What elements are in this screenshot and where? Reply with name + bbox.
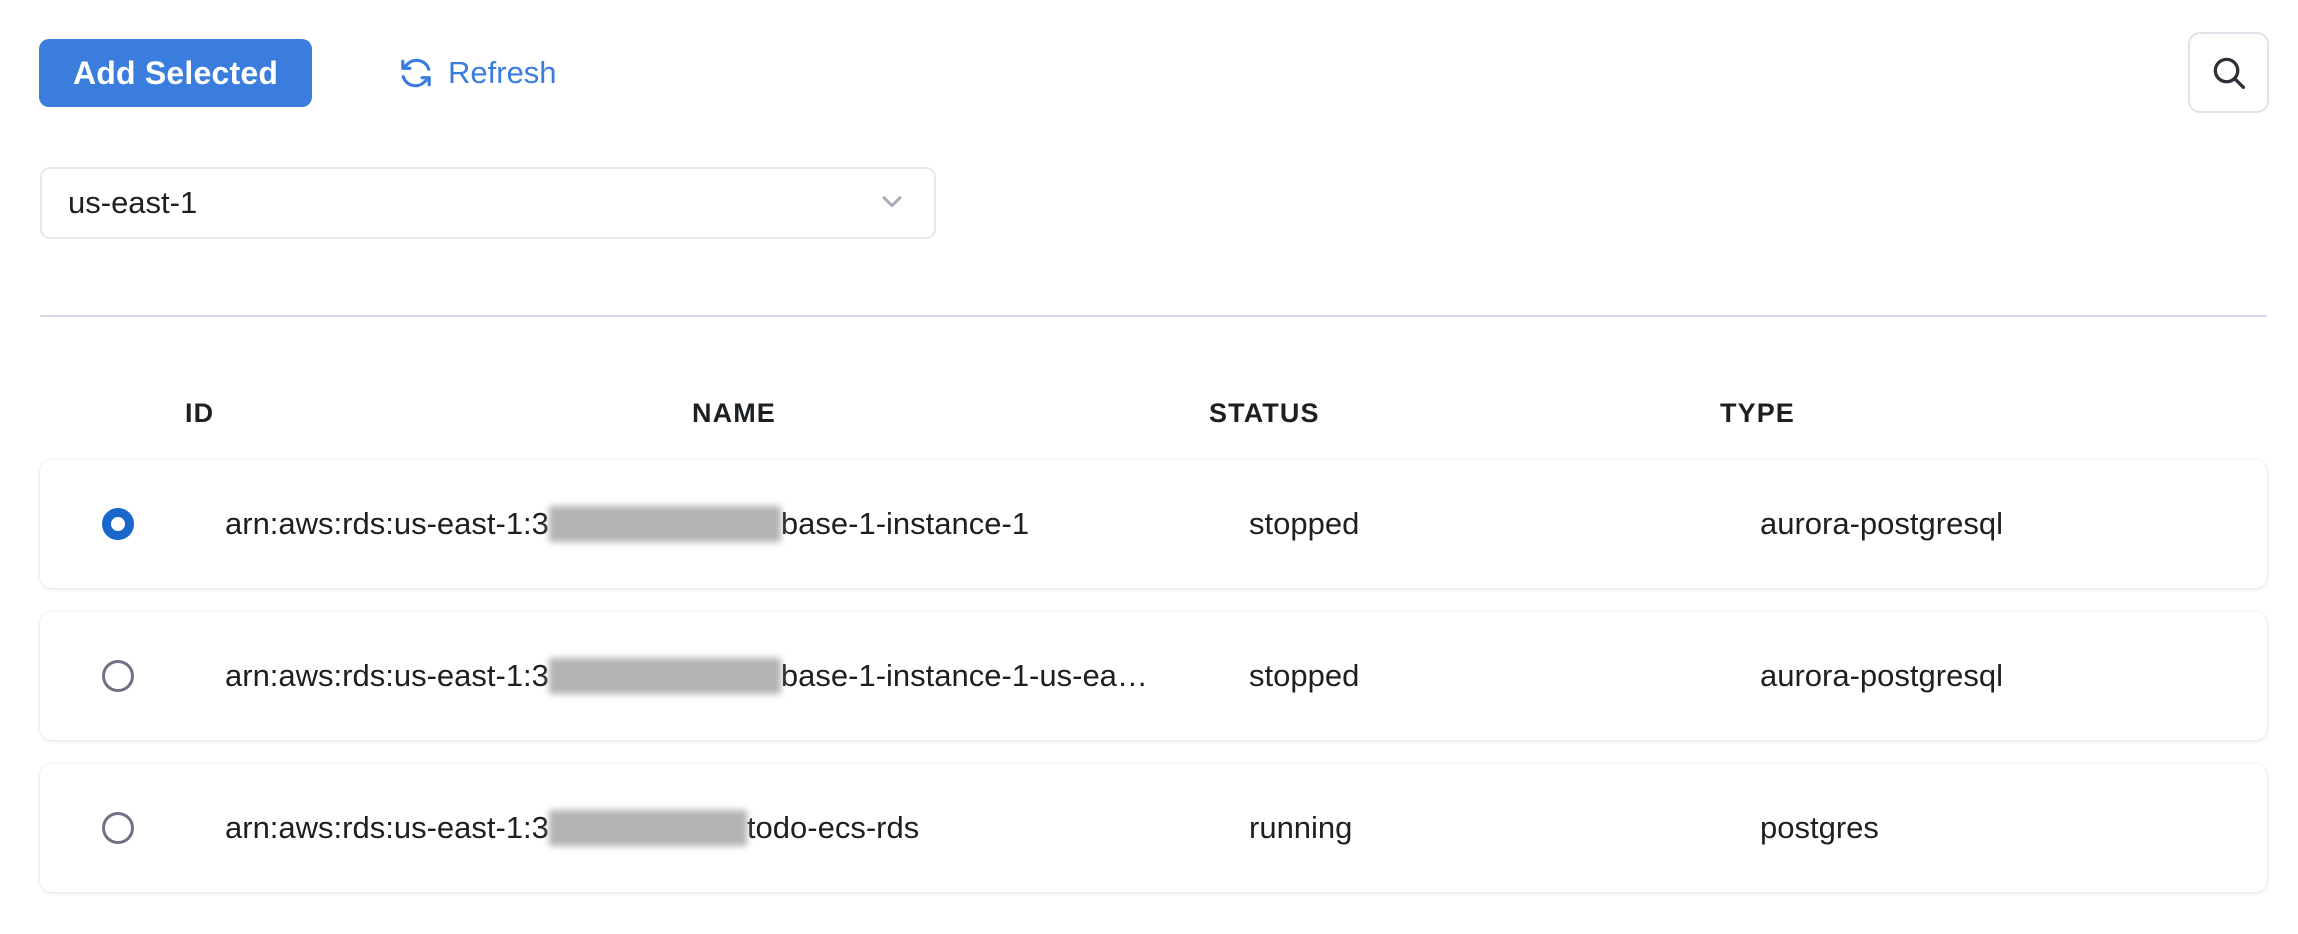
radio-button-selected[interactable] bbox=[102, 508, 134, 540]
cell-type: postgres bbox=[1760, 810, 1879, 845]
arn-prefix: arn:aws:rds:us-east-1:3 bbox=[225, 658, 549, 693]
resources-table: ID NAME STATUS TYPE arn:aws:rds:us-east-… bbox=[0, 398, 2298, 916]
arn-suffix: todo-ecs-rds bbox=[746, 810, 920, 845]
radio-button[interactable] bbox=[102, 812, 134, 844]
cell-id: arn:aws:rds:us-east-1:3██████████████bas… bbox=[225, 460, 1029, 588]
table-row[interactable]: arn:aws:rds:us-east-1:3██████████████bas… bbox=[40, 460, 2267, 588]
search-icon bbox=[2208, 52, 2250, 94]
redacted-account-id: ████████████ bbox=[548, 810, 747, 846]
cell-status: stopped bbox=[1249, 658, 1360, 693]
column-header-id: ID bbox=[185, 398, 215, 428]
table-header-row: ID NAME STATUS TYPE bbox=[0, 398, 2298, 460]
region-select[interactable]: us-east-1 bbox=[40, 167, 936, 239]
add-selected-button[interactable]: Add Selected bbox=[39, 39, 313, 107]
table-row[interactable]: arn:aws:rds:us-east-1:3██████████████bas… bbox=[40, 612, 2267, 740]
table-body: arn:aws:rds:us-east-1:3██████████████bas… bbox=[0, 460, 2298, 892]
redacted-account-id: ██████████████ bbox=[548, 658, 781, 694]
cell-type: aurora-postgresql bbox=[1760, 506, 2003, 541]
toolbar: Add Selected Refresh bbox=[0, 0, 2298, 146]
cell-id: arn:aws:rds:us-east-1:3████████████ todo… bbox=[225, 764, 919, 892]
arn-suffix: base-1-instance-1 bbox=[780, 506, 1030, 541]
region-select-value: us-east-1 bbox=[68, 185, 198, 220]
table-row[interactable]: arn:aws:rds:us-east-1:3████████████ todo… bbox=[40, 764, 2267, 892]
cell-status: running bbox=[1249, 810, 1353, 845]
column-header-name: NAME bbox=[692, 398, 776, 428]
row-select-cell[interactable] bbox=[102, 612, 172, 740]
redacted-account-id: ██████████████ bbox=[548, 506, 781, 542]
arn-prefix: arn:aws:rds:us-east-1:3 bbox=[225, 810, 549, 845]
chevron-down-icon bbox=[876, 185, 908, 222]
section-divider bbox=[40, 315, 2267, 317]
search-button[interactable] bbox=[2188, 32, 2269, 113]
radio-button[interactable] bbox=[102, 660, 134, 692]
arn-suffix: base-1-instance-1-us-ea… bbox=[780, 658, 1148, 693]
refresh-button[interactable]: Refresh bbox=[398, 44, 557, 102]
cell-status: stopped bbox=[1249, 506, 1360, 541]
cell-type: aurora-postgresql bbox=[1760, 658, 2003, 693]
refresh-icon bbox=[398, 55, 434, 91]
refresh-label: Refresh bbox=[448, 55, 557, 90]
row-select-cell[interactable] bbox=[102, 764, 172, 892]
arn-prefix: arn:aws:rds:us-east-1:3 bbox=[225, 506, 549, 541]
cell-id: arn:aws:rds:us-east-1:3██████████████bas… bbox=[225, 612, 1148, 740]
row-select-cell[interactable] bbox=[102, 460, 172, 588]
column-header-type: TYPE bbox=[1720, 398, 1795, 428]
column-header-status: STATUS bbox=[1209, 398, 1320, 428]
